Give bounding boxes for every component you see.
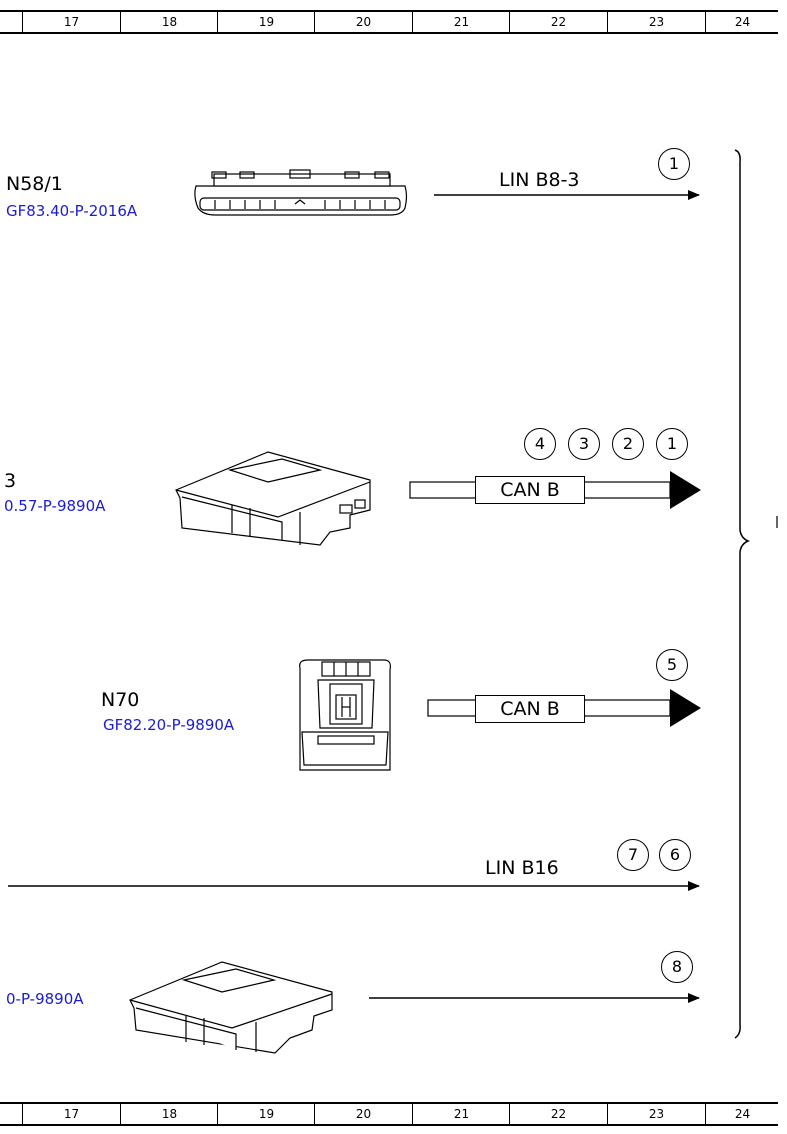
grid-col-24: 24 xyxy=(705,12,779,32)
grid-col-21: 21 xyxy=(412,1104,510,1124)
bus-label-can-b-lower: CAN B xyxy=(475,695,585,723)
grid-col-20: 20 xyxy=(314,12,412,32)
component-name-module-2: 3 xyxy=(4,470,17,492)
bus-label-can-b-upper: CAN B xyxy=(475,476,585,504)
marker-circle[interactable]: 7 xyxy=(617,839,649,871)
marker-circle[interactable]: 8 xyxy=(661,951,693,983)
component-ref-n58-1[interactable]: GF83.40-P-2016A xyxy=(6,202,138,220)
grid-col-24: 24 xyxy=(705,1104,779,1124)
marker-circle[interactable]: 5 xyxy=(656,649,688,681)
top-grid-ruler: 17 18 19 20 21 22 23 24 xyxy=(0,10,778,34)
grid-col-19: 19 xyxy=(217,12,315,32)
grid-col-18: 18 xyxy=(120,1104,218,1124)
marker-circle[interactable]: 2 xyxy=(612,428,644,460)
grid-col-23: 23 xyxy=(607,12,705,32)
grid-col-22: 22 xyxy=(509,1104,607,1124)
bottom-grid-ruler: 17 18 19 20 21 22 23 24 xyxy=(0,1102,778,1126)
marker-circle[interactable]: 3 xyxy=(568,428,600,460)
grid-col-17: 17 xyxy=(22,1104,120,1124)
grid-col-21: 21 xyxy=(412,12,510,32)
control-unit-module-lower-icon xyxy=(129,961,333,1054)
grid-col-22: 22 xyxy=(509,12,607,32)
n70-overhead-control-panel-icon xyxy=(299,659,391,771)
right-grouping-brace xyxy=(734,149,750,1039)
marker-circle[interactable]: 1 xyxy=(656,428,688,460)
component-ref-module-2[interactable]: 0.57-P-9890A xyxy=(4,497,106,515)
grid-col-20: 20 xyxy=(314,1104,412,1124)
control-unit-module-icon xyxy=(175,451,371,546)
marker-circle[interactable]: 6 xyxy=(659,839,691,871)
component-name-n58-1: N58/1 xyxy=(6,173,63,195)
grid-col-17: 17 xyxy=(22,12,120,32)
grid-col-19: 19 xyxy=(217,1104,315,1124)
component-name-n70: N70 xyxy=(101,689,140,711)
component-ref-module-5[interactable]: 0-P-9890A xyxy=(6,990,84,1008)
grid-col-18: 18 xyxy=(120,12,218,32)
marker-circle[interactable]: 1 xyxy=(658,148,690,180)
n58-1-control-panel-icon xyxy=(194,169,408,216)
bus-label-lin-b16: LIN B16 xyxy=(485,857,559,879)
bus-label-lin-b8-3: LIN B8-3 xyxy=(499,169,580,191)
grid-col-23: 23 xyxy=(607,1104,705,1124)
marker-circle[interactable]: 4 xyxy=(524,428,556,460)
component-ref-n70[interactable]: GF82.20-P-9890A xyxy=(103,716,235,734)
